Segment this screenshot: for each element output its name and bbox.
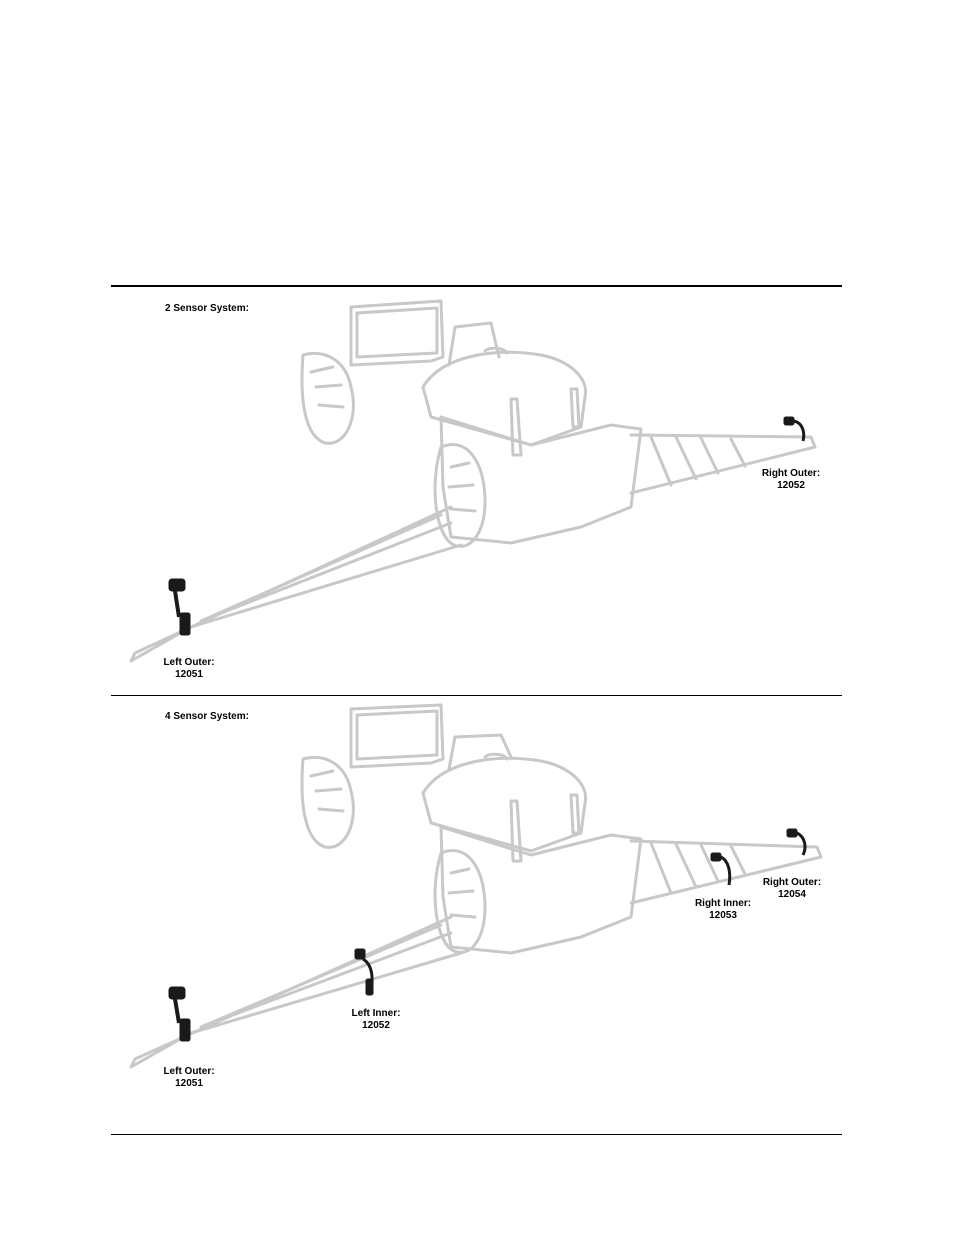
right-outer-callout: Right Outer: 12052 <box>751 468 831 492</box>
sprayer-illustration <box>111 287 842 695</box>
left-outer-sensor <box>169 579 185 591</box>
panel-4-sensor-system: 4 Sensor System: <box>111 697 842 1134</box>
right-outer-callout: Right Outer: 12054 <box>752 877 832 901</box>
sensor-label: Left Inner: <box>336 1008 416 1020</box>
sensor-part-number: 12054 <box>752 889 832 901</box>
sensor-label: Left Outer: <box>149 1066 229 1078</box>
panel-2-sensor-system: 2 Sensor System: <box>111 287 842 695</box>
bottom-rule <box>111 1134 842 1135</box>
right-inner-callout: Right Inner: 12053 <box>683 898 763 922</box>
sensor-part-number: 12053 <box>683 910 763 922</box>
left-outer-sensor <box>169 987 185 999</box>
left-inner-sensor <box>355 949 365 959</box>
right-outer-sensor <box>784 417 794 425</box>
sensor-label: Right Outer: <box>752 877 832 889</box>
sensor-part-number: 12051 <box>149 669 229 681</box>
right-inner-sensor <box>711 853 721 861</box>
sensor-part-number: 12052 <box>751 480 831 492</box>
left-outer-callout: Left Outer: 12051 <box>149 1066 229 1090</box>
left-inner-callout: Left Inner: 12052 <box>336 1008 416 1032</box>
middle-rule <box>111 695 842 696</box>
right-outer-sensor <box>787 829 797 837</box>
sensor-label: Right Inner: <box>683 898 763 910</box>
sensor-label: Left Outer: <box>149 657 229 669</box>
sensor-part-number: 12051 <box>149 1078 229 1090</box>
sensor-label: Right Outer: <box>751 468 831 480</box>
left-outer-callout: Left Outer: 12051 <box>149 657 229 681</box>
sensor-part-number: 12052 <box>336 1020 416 1032</box>
